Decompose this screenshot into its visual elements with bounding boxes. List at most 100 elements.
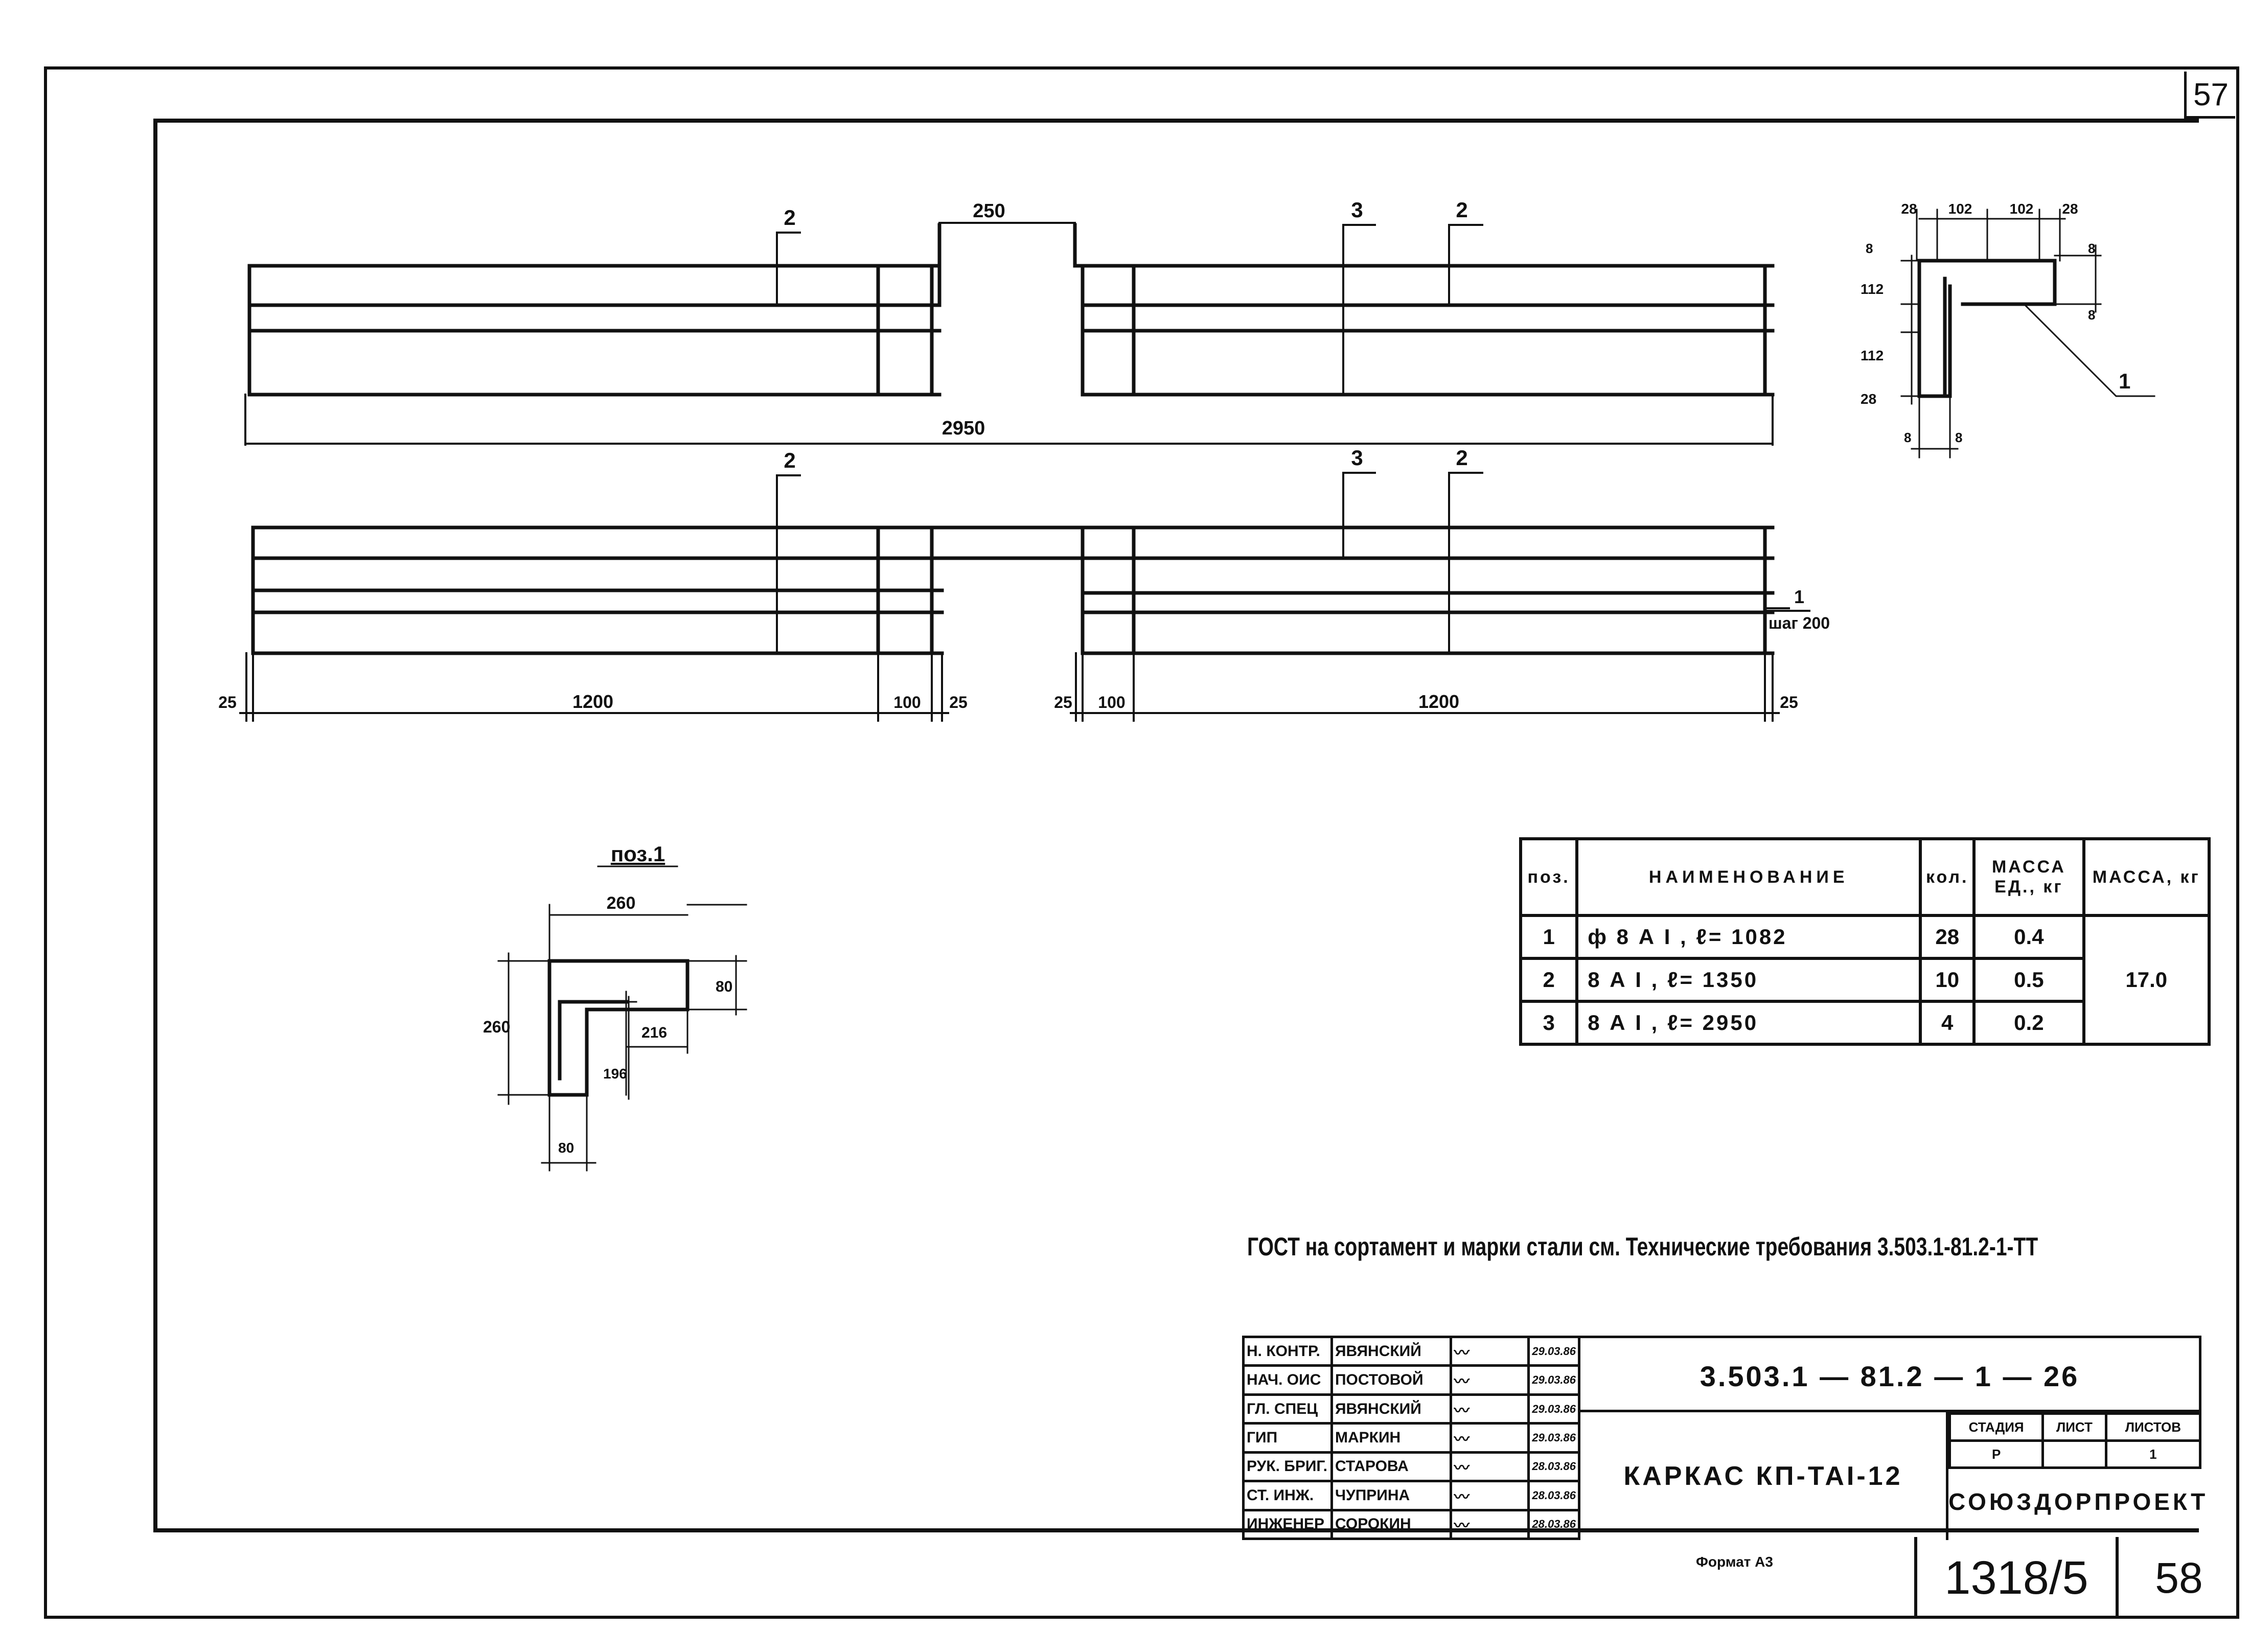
dim-8: 8 [1955,430,1962,445]
header-qty: кол. [1919,837,1976,917]
drawing-title: КАРКАС КП-ТАI-12 [1580,1412,1948,1540]
cell-qty: 10 [1919,957,1976,1003]
sig-name: ПОСТОВОЙ [1330,1364,1452,1396]
sig-signature: 〰 [1449,1422,1530,1454]
cell-mass-unit: 0.2 [1972,1000,2085,1046]
callout-3: 3 [1351,198,1363,222]
sig-date: 29.03.86 [1527,1335,1580,1367]
dim-28: 28 [2062,201,2078,217]
dim-1200: 1200 [1418,691,1459,712]
stage-value: Р [1948,1439,2045,1469]
sig-signature: 〰 [1449,1480,1530,1511]
dim-260: 260 [483,1018,510,1036]
dim-260: 260 [607,893,636,913]
dim-80: 80 [716,978,732,995]
callout-1: 1 [2119,369,2130,393]
callout-2: 2 [784,448,795,472]
stage-label: СТАДИЯ [1948,1412,2045,1442]
sheets-label: ЛИСТОВ [2104,1412,2202,1442]
sig-role: НАЧ. ОИС [1242,1364,1333,1396]
sig-signature: 〰 [1449,1364,1530,1396]
sig-name: ЧУПРИНА [1330,1480,1452,1511]
dim-112: 112 [1861,348,1884,363]
dim-250: 250 [973,200,1005,222]
dim-1200: 1200 [572,691,613,712]
top-elevation [244,222,1775,446]
signature-row: ИНЖЕНЕР СОРОКИН 〰 28.03.86 [1242,1508,1580,1541]
organization-name: СОЮЗДОРПРОЕКТ [1948,1488,2209,1515]
sig-name: ЯВЯНСКИЙ [1330,1393,1452,1425]
signature-row: НАЧ. ОИС ПОСТОВОЙ 〰 29.03.86 [1242,1364,1580,1396]
sig-date: 28.03.86 [1527,1480,1580,1511]
dim-2950: 2950 [942,418,985,439]
title-block: Н. КОНТР. ЯВЯНСКИЙ 〰 29.03.86 НАЧ. ОИС П… [1242,1335,2205,1541]
step-label: шаг 200 [1769,614,1830,632]
dim-25: 25 [218,693,237,712]
sheet-value [2041,1439,2107,1469]
header-pos: поз. [1519,837,1579,917]
dim-8: 8 [1904,430,1911,445]
sig-signature: 〰 [1449,1508,1530,1541]
document-code: 3.503.1 — 81.2 — 1 — 26 [1580,1336,2201,1412]
sig-role: ГИП [1242,1422,1333,1454]
dim-196: 196 [603,1066,627,1082]
sheet-number-bottom: 58 [2155,1554,2203,1602]
dim-80: 80 [558,1140,574,1156]
sheets-value: 1 [2104,1439,2202,1469]
detail-title: поз.1 [611,842,665,866]
cell-qty: 28 [1919,914,1976,960]
dim-28: 28 [1901,201,1917,217]
sig-date: 29.03.86 [1527,1422,1580,1454]
cell-qty: 4 [1919,1000,1976,1046]
header-name: НАИМЕНОВАНИЕ [1575,837,1922,917]
cell-name: 8 А I , ℓ= 1350 [1575,957,1922,1003]
signature-row: ГИП МАРКИН 〰 29.03.86 [1242,1422,1580,1454]
table-row: 1 ф 8 А I , ℓ= 1082 28 0.4 17.0 [1519,914,2211,1046]
detail-pos1 [497,865,747,1172]
cell-pos: 3 [1519,1000,1579,1046]
dim-25: 25 [1780,693,1798,712]
dim-100: 100 [1098,693,1125,712]
sig-name: СОРОКИН [1330,1508,1452,1541]
sig-role: ИНЖЕНЕР [1242,1508,1333,1541]
dim-28: 28 [1861,391,1876,407]
dim-216: 216 [641,1024,667,1041]
format-label: Формат А3 [1696,1554,1773,1570]
cell-pos: 1 [1519,914,1579,960]
sheet-label: ЛИСТ [2041,1412,2107,1442]
sig-signature: 〰 [1449,1335,1530,1367]
callout-2: 2 [1456,446,1467,470]
sig-name: ЯВЯНСКИЙ [1330,1335,1452,1367]
sig-signature: 〰 [1449,1393,1530,1425]
dim-8: 8 [1866,241,1873,256]
sig-name: СТАРОВА [1330,1451,1452,1483]
callout-1: 1 [1794,586,1804,607]
bottom-elevation [239,472,1810,722]
archive-number: 1318/5 [1914,1537,2119,1619]
signature-row: СТ. ИНЖ. ЧУПРИНА 〰 28.03.86 [1242,1480,1580,1511]
dim-112: 112 [1861,281,1884,297]
stage-table: СТАДИЯ ЛИСТ ЛИСТОВ Р 1 [1948,1412,2202,1469]
cell-name: ф 8 А I , ℓ= 1082 [1575,914,1922,960]
dim-102: 102 [1948,201,1972,217]
sig-signature: 〰 [1449,1451,1530,1483]
sig-role: ГЛ. СПЕЦ [1242,1393,1333,1425]
table-row: 3 8 А I , ℓ= 2950 4 0.2 [1519,1000,2209,1046]
dim-25: 25 [1054,693,1072,712]
dim-102: 102 [2010,201,2034,217]
header-mass-unit: МАССА ЕД., кг [1972,837,2085,917]
cell-mass-unit: 0.4 [1972,914,2085,960]
callout-2: 2 [1456,198,1467,222]
cell-total-mass: 17.0 [2082,914,2211,1046]
specification-table: поз. НАИМЕНОВАНИЕ кол. МАССА ЕД., кг МАС… [1519,837,2211,1046]
steel-note: ГОСТ на сортамент и марки стали см. Техн… [1247,1232,2038,1261]
page-number-top: 57 [2184,72,2235,119]
sig-role: СТ. ИНЖ. [1242,1480,1333,1511]
dim-100: 100 [893,693,921,712]
sig-date: 28.03.86 [1527,1451,1580,1483]
signature-row: Н. КОНТР. ЯВЯНСКИЙ 〰 29.03.86 [1242,1335,1580,1367]
header-mass: МАССА, кг [2082,837,2211,917]
cross-section [1900,209,2155,458]
